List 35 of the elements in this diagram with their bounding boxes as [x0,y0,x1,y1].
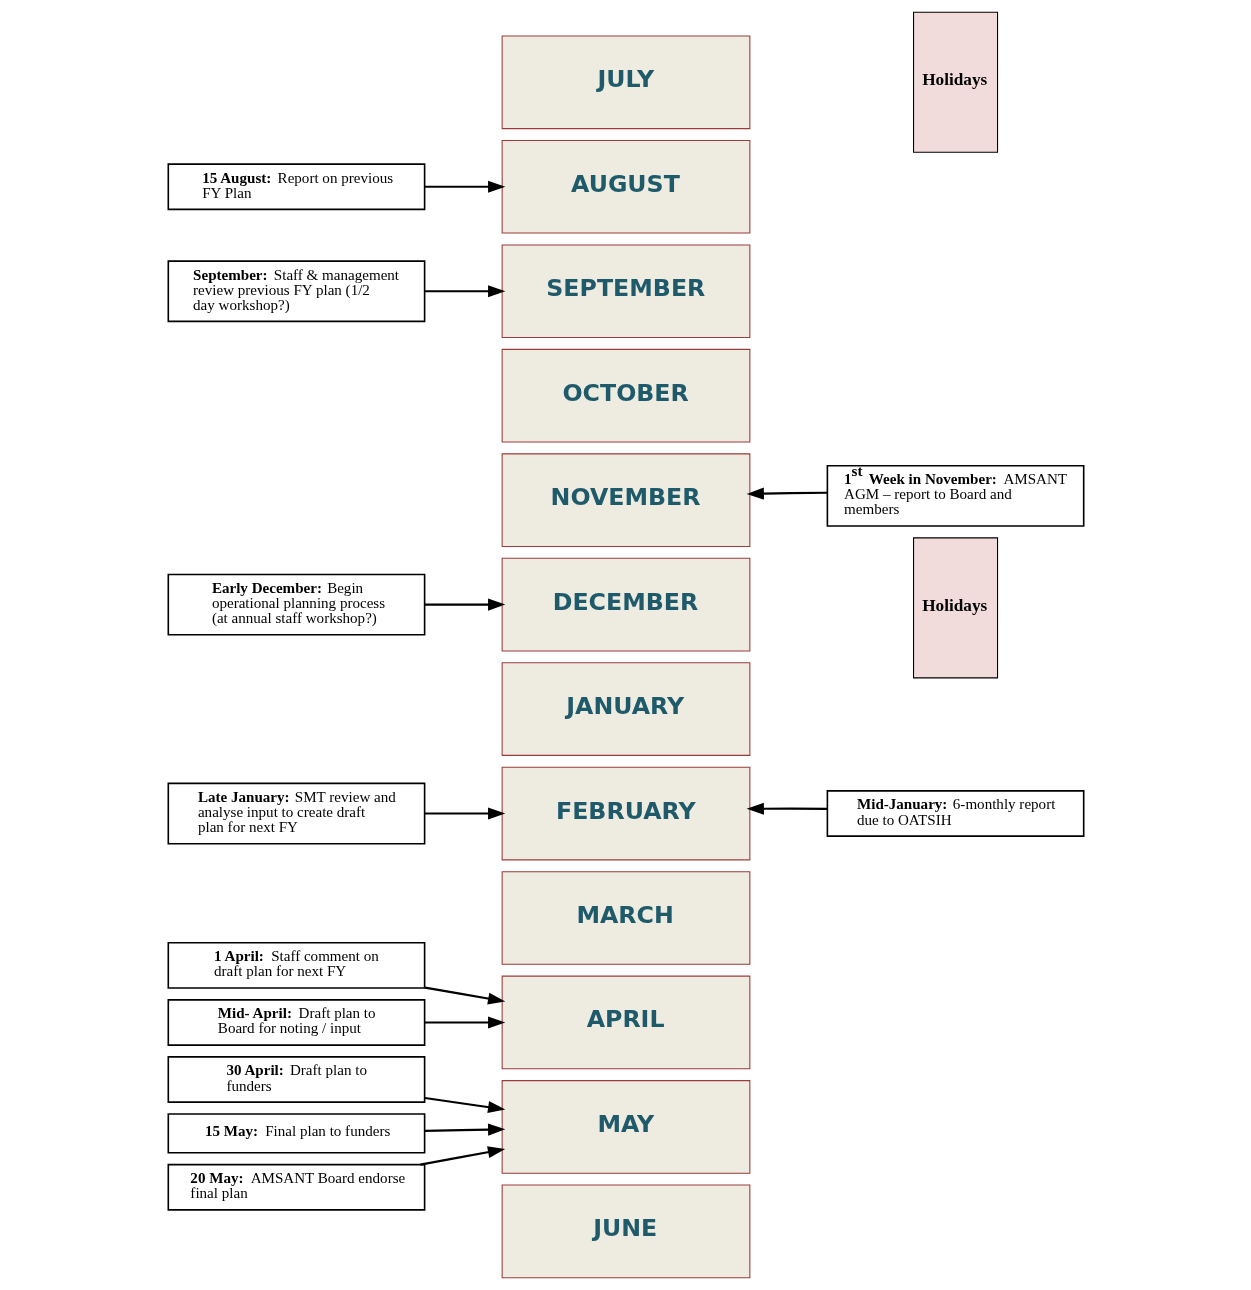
arrow [419,1146,505,1166]
node-box: 1 April: Staff comment on draft plan for next FY [167,941,425,989]
node-box: Late January: SMT review and analyse input to create draft plan for next FY [167,782,425,845]
node-box: JUNE [501,1184,750,1279]
arrow [424,986,505,1005]
node-box: 20 May: AMSANT Board endorse final plan [167,1163,425,1211]
node-box: Mid- April: Draft plan to Board for noting / input [167,999,425,1046]
node-box: JULY [501,35,750,130]
node-box: Mid-January: 6-monthly report due to OATSIH [826,790,1084,837]
arrow [424,1123,505,1136]
arrow [424,1016,505,1029]
node-box: DECEMBER [501,557,750,652]
node-box: FEBRUARY [501,766,750,861]
node-box: SEPTEMBER [501,244,750,339]
arrow [746,487,827,500]
arrow [424,1096,505,1114]
node-box: September: Staff & management review previous FY plan (1/2 day workshop?) [167,260,425,323]
node-box: JANUARY [501,662,750,756]
node-box: NOVEMBER [501,453,750,547]
node-box: APRIL [501,975,750,1070]
node-box: OCTOBER [501,348,750,443]
arrow [424,285,505,298]
node-box: 30 April: Draft plan to funders [167,1056,425,1103]
node-box: Early December: Begin operational planning process (at annual staff workshop?) [167,573,425,636]
node-box: MARCH [501,871,750,965]
arrow [746,802,827,815]
node-box: Holidays [912,537,998,679]
node-box: MAY [501,1080,750,1174]
arrow [424,807,505,820]
node-box: 15 May: Final plan to funders [167,1113,425,1154]
arrow [424,598,505,611]
node-box: AUGUST [501,139,750,234]
node-box: Holidays [912,11,998,153]
arrow [424,180,505,193]
node-box: 15 August: Report on previous FY Plan [167,163,425,211]
